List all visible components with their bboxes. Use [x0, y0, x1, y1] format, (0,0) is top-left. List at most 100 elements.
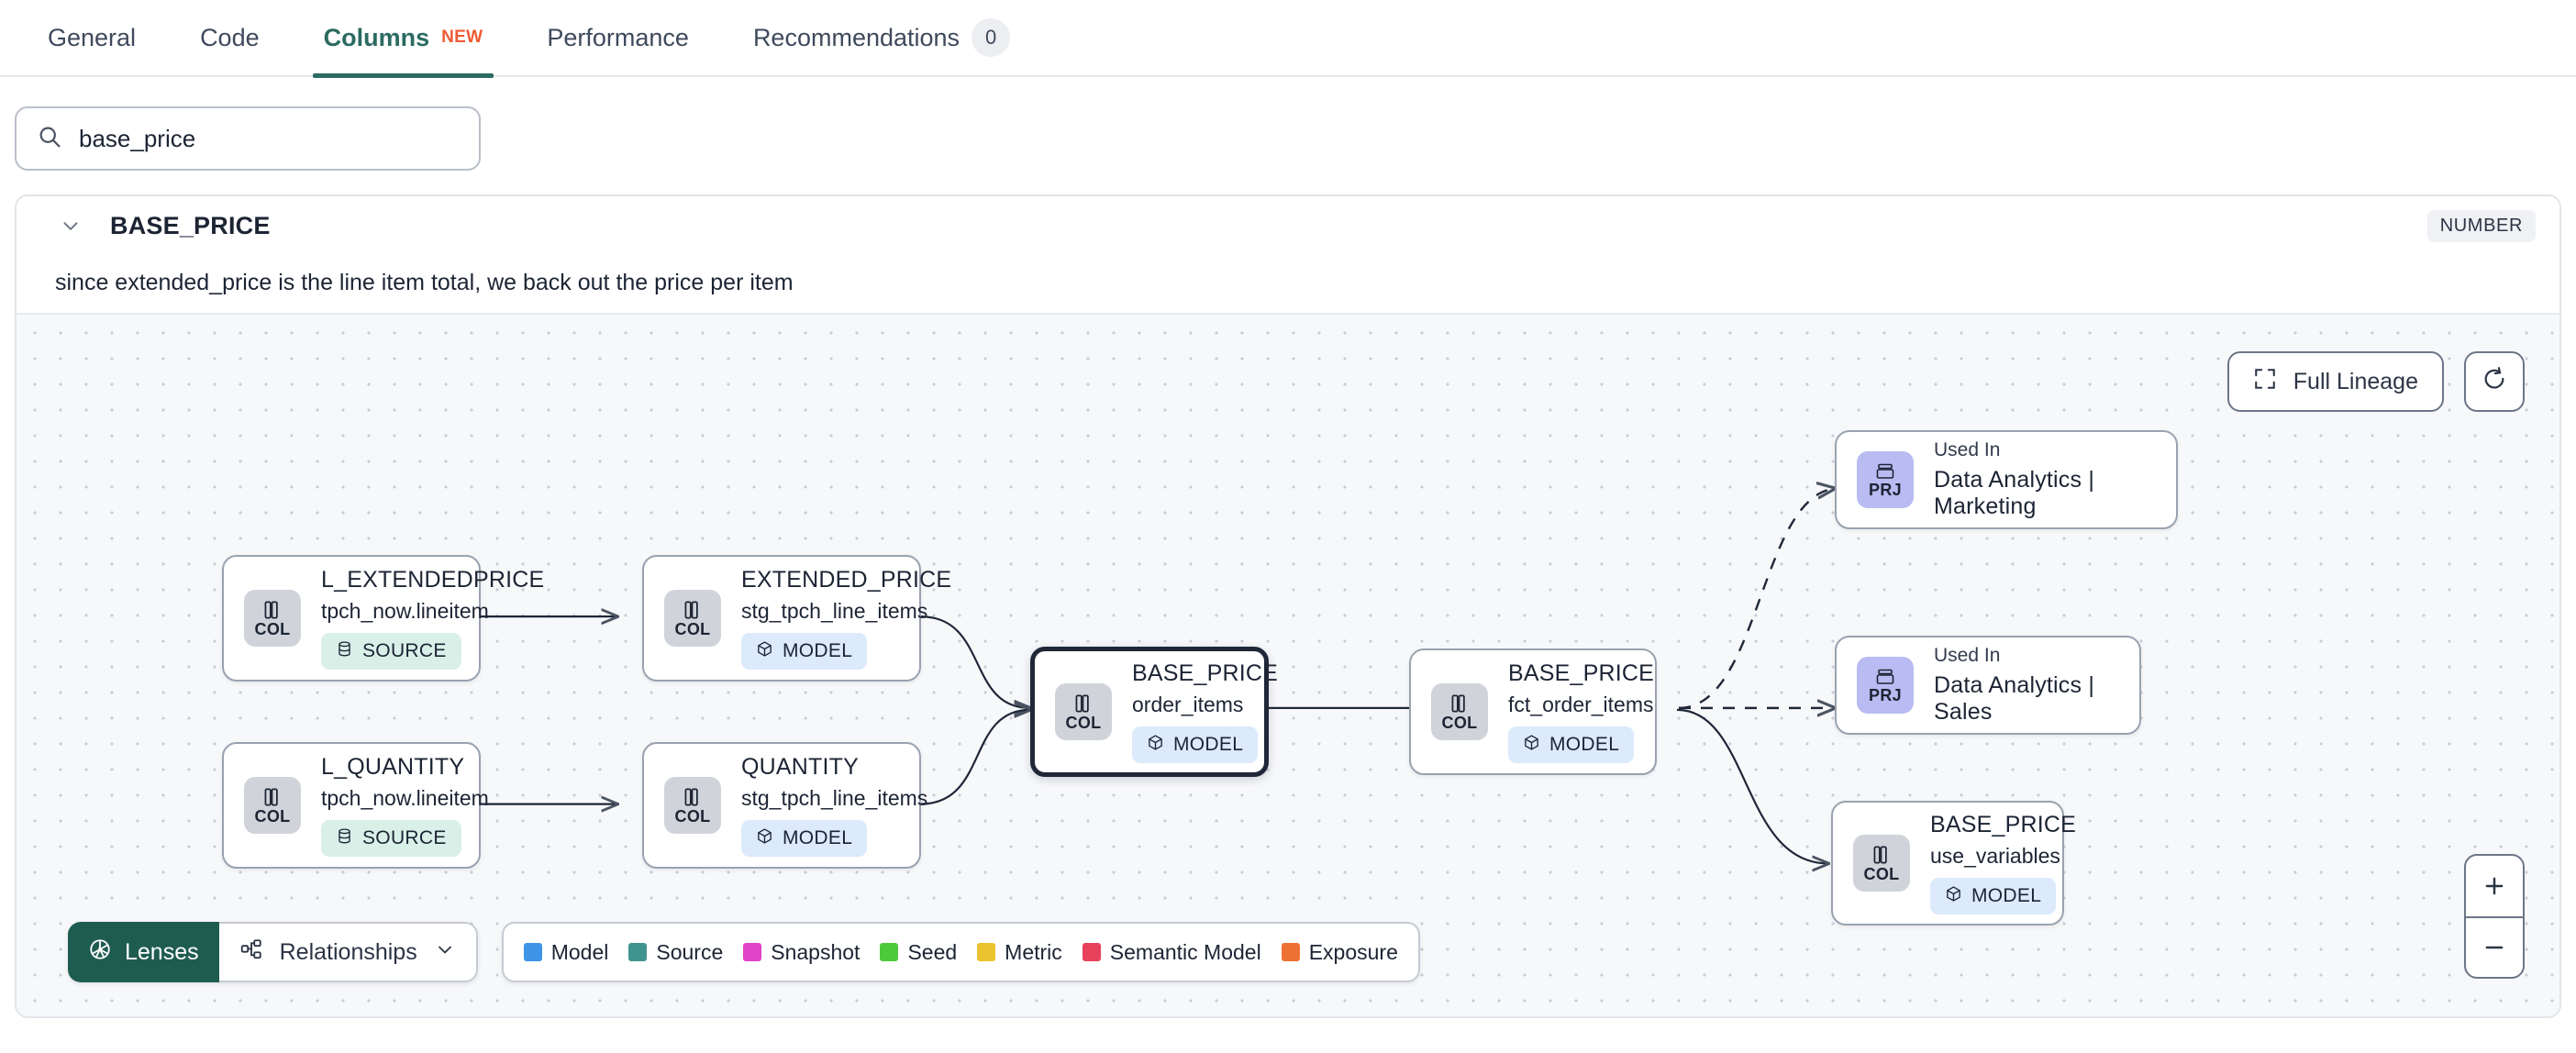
expand-icon	[2253, 367, 2277, 397]
tab-bar: General Code Columns NEW Performance Rec…	[0, 0, 2576, 78]
prj-icon: PRJ	[1857, 657, 1914, 714]
legend-item-exposure: Exposure	[1281, 940, 1398, 965]
col-icon: COL	[244, 777, 301, 834]
lineage-node-quantity[interactable]: COL QUANTITY stg_tpch_line_items MODEL	[642, 742, 927, 869]
legend-swatch	[628, 943, 648, 961]
column-detail-panel: BASE_PRICE NUMBER since extended_price i…	[15, 194, 2561, 1018]
lineage-node-project-sales[interactable]: PRJ Used In Data Analytics | Sales	[1835, 636, 2141, 735]
legend-item-seed: Seed	[880, 940, 957, 965]
legend-label: Model	[550, 939, 609, 964]
legend-label: Metric	[1005, 939, 1062, 964]
lenses-button[interactable]: Lenses	[68, 922, 219, 982]
tab-label: Columns	[323, 23, 430, 51]
legend-swatch	[977, 943, 996, 961]
col-icon-label: COL	[254, 806, 291, 826]
node-subtitle: fct_order_items	[1508, 693, 1654, 716]
cube-icon	[756, 640, 773, 663]
search-value: base_price	[79, 124, 196, 152]
cube-icon	[1147, 734, 1164, 757]
node-kicker: Used In	[1934, 645, 2001, 666]
legend-label: Snapshot	[771, 939, 861, 964]
lineage-node-project-marketing[interactable]: PRJ Used In Data Analytics | Marketing	[1835, 430, 2178, 529]
zoom-out-button[interactable]	[2466, 916, 2523, 977]
cube-icon	[1945, 885, 1962, 908]
prj-icon-label: PRJ	[1869, 685, 1902, 704]
node-title: EXTENDED_PRICE	[741, 567, 952, 593]
legend-swatch	[743, 943, 762, 961]
aperture-icon	[88, 937, 112, 968]
full-lineage-button[interactable]: Full Lineage	[2226, 351, 2444, 412]
lineage-node-base-price-use-variables[interactable]: COL BASE_PRICE use_variables MODEL	[1831, 801, 2076, 926]
node-type-pill: MODEL	[1132, 726, 1259, 763]
page-title: BASE_PRICE	[110, 211, 271, 239]
search-icon	[37, 124, 62, 154]
database-icon	[336, 640, 353, 663]
tab-label: Performance	[547, 23, 689, 51]
node-type-label: MODEL	[1549, 734, 1620, 755]
col-icon-label: COL	[674, 806, 711, 826]
column-type-badge: NUMBER	[2426, 209, 2536, 242]
legend-item-model: Model	[523, 939, 609, 965]
tab-label: Code	[200, 23, 260, 51]
zoom-in-button[interactable]	[2466, 856, 2523, 916]
col-icon-label: COL	[674, 619, 711, 638]
node-type-label: MODEL	[1971, 885, 2042, 906]
lineage-legend: Model Source Snapshot Seed Metric	[501, 922, 1420, 982]
lineage-node-extended-price[interactable]: COL EXTENDED_PRICE stg_tpch_line_items M…	[642, 555, 951, 682]
node-body: BASE_PRICE fct_order_items MODEL	[1488, 660, 1672, 763]
node-subtitle: tpch_now.lineitem	[321, 786, 489, 810]
legend-swatch	[1281, 943, 1300, 961]
tab-code[interactable]: Code	[200, 0, 260, 76]
zoom-controls	[2464, 854, 2525, 979]
node-type-label: MODEL	[783, 827, 853, 848]
node-body: L_QUANTITY tpch_now.lineitem SOURCE	[301, 754, 507, 857]
node-type-label: SOURCE	[362, 640, 447, 661]
tab-general[interactable]: General	[48, 0, 136, 76]
col-icon-label: COL	[1441, 713, 1478, 732]
node-subtitle: order_items	[1132, 693, 1244, 716]
refresh-icon	[2482, 366, 2507, 398]
column-header: BASE_PRICE NUMBER	[17, 196, 2559, 255]
col-icon-label: COL	[1065, 713, 1102, 732]
node-kicker: Used In	[1934, 439, 2001, 460]
legend-item-snapshot: Snapshot	[743, 940, 860, 965]
node-title: L_QUANTITY	[321, 754, 465, 780]
node-title: BASE_PRICE	[1132, 660, 1279, 686]
col-icon: COL	[1055, 683, 1112, 740]
node-type-pill: MODEL	[1508, 726, 1635, 763]
relationships-icon	[239, 937, 263, 968]
lineage-canvas[interactable]: COL L_EXTENDEDPRICE tpch_now.lineitem SO…	[17, 313, 2559, 1016]
col-icon: COL	[1853, 835, 1910, 892]
node-subtitle: stg_tpch_line_items	[741, 786, 928, 810]
tab-recommendations[interactable]: Recommendations 0	[753, 0, 1011, 76]
search-input[interactable]: base_price	[15, 106, 481, 171]
legend-item-source: Source	[628, 940, 723, 965]
relationships-dropdown[interactable]: Relationships	[218, 922, 478, 982]
lineage-node-base-price-order-items[interactable]: COL BASE_PRICE order_items MODEL	[1030, 647, 1278, 777]
chevron-down-icon[interactable]	[59, 214, 83, 238]
node-type-pill: MODEL	[741, 633, 868, 670]
lineage-node-l-quantity[interactable]: COL L_QUANTITY tpch_now.lineitem SOURCE	[222, 742, 489, 869]
node-type-pill: MODEL	[1930, 878, 2057, 914]
node-subtitle: stg_tpch_line_items	[741, 599, 928, 623]
column-description: since extended_price is the line item to…	[55, 270, 794, 295]
col-icon: COL	[664, 590, 721, 647]
legend-label: Source	[656, 939, 724, 964]
tab-performance[interactable]: Performance	[547, 0, 689, 76]
node-title: Data Analytics | Marketing	[1934, 467, 2095, 519]
canvas-bottom-toolbar: Lenses Relationships	[68, 922, 1420, 982]
lenses-group: Lenses Relationships	[68, 922, 478, 982]
refresh-button[interactable]	[2464, 351, 2525, 412]
tab-columns[interactable]: Columns NEW	[312, 0, 494, 78]
legend-swatch	[880, 943, 899, 961]
lenses-label: Lenses	[125, 938, 199, 965]
legend-swatch	[1082, 943, 1101, 961]
lineage-node-l-extendedprice[interactable]: COL L_EXTENDEDPRICE tpch_now.lineitem SO…	[222, 555, 544, 682]
node-body: Used In Data Analytics | Marketing	[1914, 439, 2176, 520]
col-icon: COL	[244, 590, 301, 647]
prj-icon: PRJ	[1857, 451, 1914, 508]
search-row: base_price	[0, 77, 2576, 171]
prj-icon-label: PRJ	[1869, 480, 1902, 499]
lineage-node-base-price-fct-order-items[interactable]: COL BASE_PRICE fct_order_items MODEL	[1409, 648, 1657, 775]
tab-recommendations-count: 0	[972, 18, 1011, 57]
